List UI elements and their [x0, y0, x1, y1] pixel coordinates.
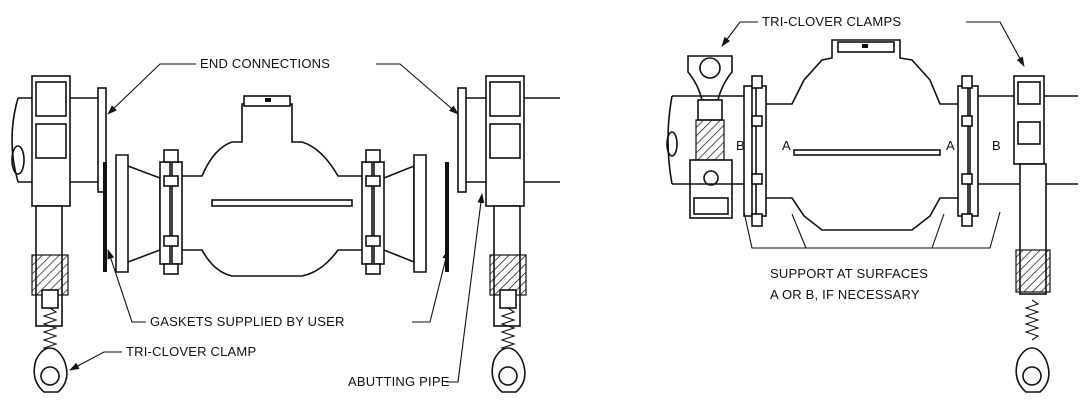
support-label-line1: SUPPORT AT SURFACES	[770, 266, 928, 281]
left-clamp	[31, 75, 71, 393]
tri-clover-clamp-label: TRI-CLOVER CLAMP	[126, 344, 256, 359]
support-leader-a-left	[791, 213, 807, 249]
support-bracket	[743, 211, 1001, 249]
end-connections-leader-left	[107, 63, 196, 115]
abutting-pipe-label: ABUTTING PIPE	[348, 374, 450, 389]
surface-a-left: A	[782, 138, 791, 153]
abutting-pipe-leader	[446, 193, 485, 383]
tri-clover-clamps-leader-left	[721, 21, 758, 47]
right-fig-left-clamp	[687, 55, 733, 219]
right-fig-right-clamp	[1013, 75, 1051, 393]
end-connections-leader-right	[376, 63, 459, 115]
tri-clover-clamps-leader-right	[966, 21, 1025, 67]
right-gasket	[445, 162, 449, 272]
gaskets-label: GASKETS SUPPLIED BY USER	[150, 314, 345, 329]
meter-body-right	[743, 39, 1078, 231]
surface-a-right: A	[946, 138, 955, 153]
gaskets-leader-right	[412, 249, 450, 323]
surface-b-right: B	[992, 138, 1001, 153]
gaskets-leader-left	[107, 249, 146, 323]
end-connections-label: END CONNECTIONS	[200, 56, 330, 71]
surface-b-left: B	[736, 138, 745, 153]
support-label-line2: A OR B, IF NECESSARY	[770, 287, 920, 302]
tri-clover-clamps-label: TRI-CLOVER CLAMPS	[762, 14, 901, 29]
left-gasket	[103, 162, 107, 272]
right-abutting-pipe	[457, 75, 560, 393]
right-figure: B A A B TRI-CLOVER CLAMPS SUPPORT AT SUR…	[666, 14, 1078, 393]
left-figure: END CONNECTIONS GASKETS SUPPLIED BY USER…	[11, 56, 560, 393]
support-leader-a-right	[931, 213, 945, 249]
tri-clover-clamp-leader	[69, 351, 122, 371]
meter-body-left	[115, 95, 427, 277]
